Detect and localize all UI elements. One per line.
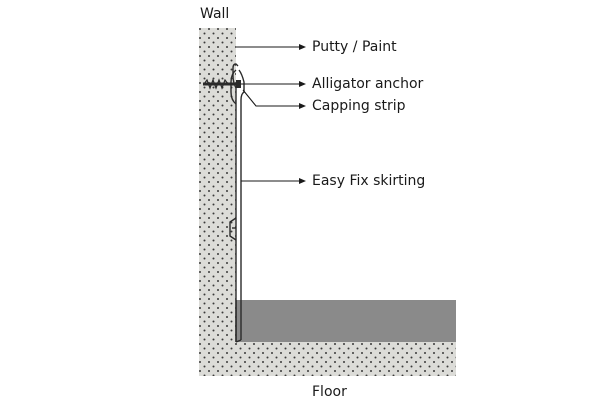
putty-paint-label: Putty / Paint: [312, 39, 397, 55]
floor-section: [199, 342, 456, 376]
leader-capping-strip: [242, 89, 301, 107]
alligator-anchor-label: Alligator anchor: [312, 76, 424, 92]
leader-lines: [236, 46, 301, 182]
leader-arrowheads: [299, 44, 306, 184]
floor-label: Floor: [312, 384, 347, 400]
alligator-anchor: [203, 78, 241, 90]
wall-label: Wall: [200, 6, 230, 22]
easy-fix-skirting-label: Easy Fix skirting: [312, 173, 426, 189]
capping-strip-label: Capping strip: [312, 98, 406, 114]
wall-section: [199, 28, 236, 342]
floor-finish: [236, 300, 456, 342]
